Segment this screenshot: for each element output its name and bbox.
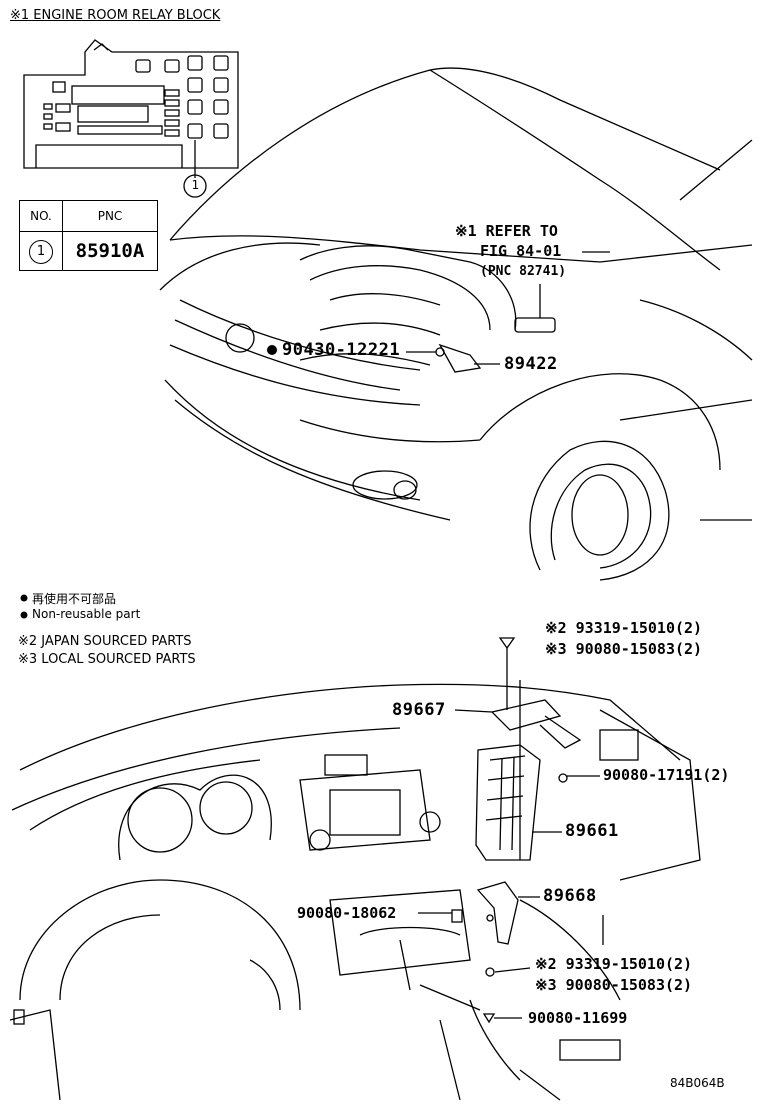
part-90080-11699: 90080-11699 — [528, 1009, 628, 1027]
lower-leader-lines — [418, 709, 600, 1019]
relay-block-title: ※1 ENGINE ROOM RELAY BLOCK — [10, 8, 221, 23]
nonreusable-marker-icon — [267, 345, 277, 355]
part-bolt-bottom-local: ※3 90080-15083(2) — [535, 976, 693, 994]
pnc-header-no: NO. — [19, 200, 63, 232]
pnc-row-no-circle: 1 — [29, 240, 53, 264]
part-bolt-bottom-jp: ※2 93319-15010(2) — [535, 955, 693, 973]
ecu-drawing — [451, 637, 604, 1024]
legend-bullet-icon — [20, 611, 28, 619]
legend-nonreusable-en: Non-reusable part — [32, 607, 141, 621]
upper-leader-lines — [406, 251, 610, 365]
part-90430-12221: 90430-12221 — [282, 340, 401, 360]
legend-nonreusable-jp: 再使用不可部品 — [32, 592, 117, 606]
part-89668: 89668 — [543, 886, 597, 906]
part-90080-18062: 90080-18062 — [297, 904, 397, 922]
pnc-table: NO. PNC 1 85910A — [19, 200, 158, 271]
refer-line-3: (PNC 82741) — [480, 264, 567, 279]
pnc-row-pnc: 85910A — [62, 231, 158, 271]
vehicle-front-drawing — [159, 67, 753, 581]
relay-block-drawing — [23, 39, 239, 198]
refer-line-1: ※1 REFER TO — [455, 222, 558, 240]
part-89661: 89661 — [565, 821, 619, 841]
part-bolt-top-jp: ※2 93319-15010(2) — [545, 619, 703, 637]
part-89667: 89667 — [392, 700, 446, 720]
part-89422: 89422 — [504, 354, 558, 374]
pnc-row-no: 1 — [19, 231, 63, 271]
legend-bullet-icon — [20, 594, 28, 602]
legend-local-sourced: ※3 LOCAL SOURCED PARTS — [18, 652, 196, 667]
part-bolt-top-local: ※3 90080-15083(2) — [545, 640, 703, 658]
figure-code: 84B064B — [670, 1076, 725, 1090]
refer-line-2: FIG 84-01 — [480, 242, 562, 260]
legend-japan-sourced: ※2 JAPAN SOURCED PARTS — [18, 634, 192, 649]
part-90080-17191: 90080-17191(2) — [603, 766, 730, 784]
dashboard-drawing — [9, 683, 701, 1101]
pnc-header-pnc: PNC — [62, 200, 158, 232]
relay-callout-number: 1 — [191, 178, 200, 192]
